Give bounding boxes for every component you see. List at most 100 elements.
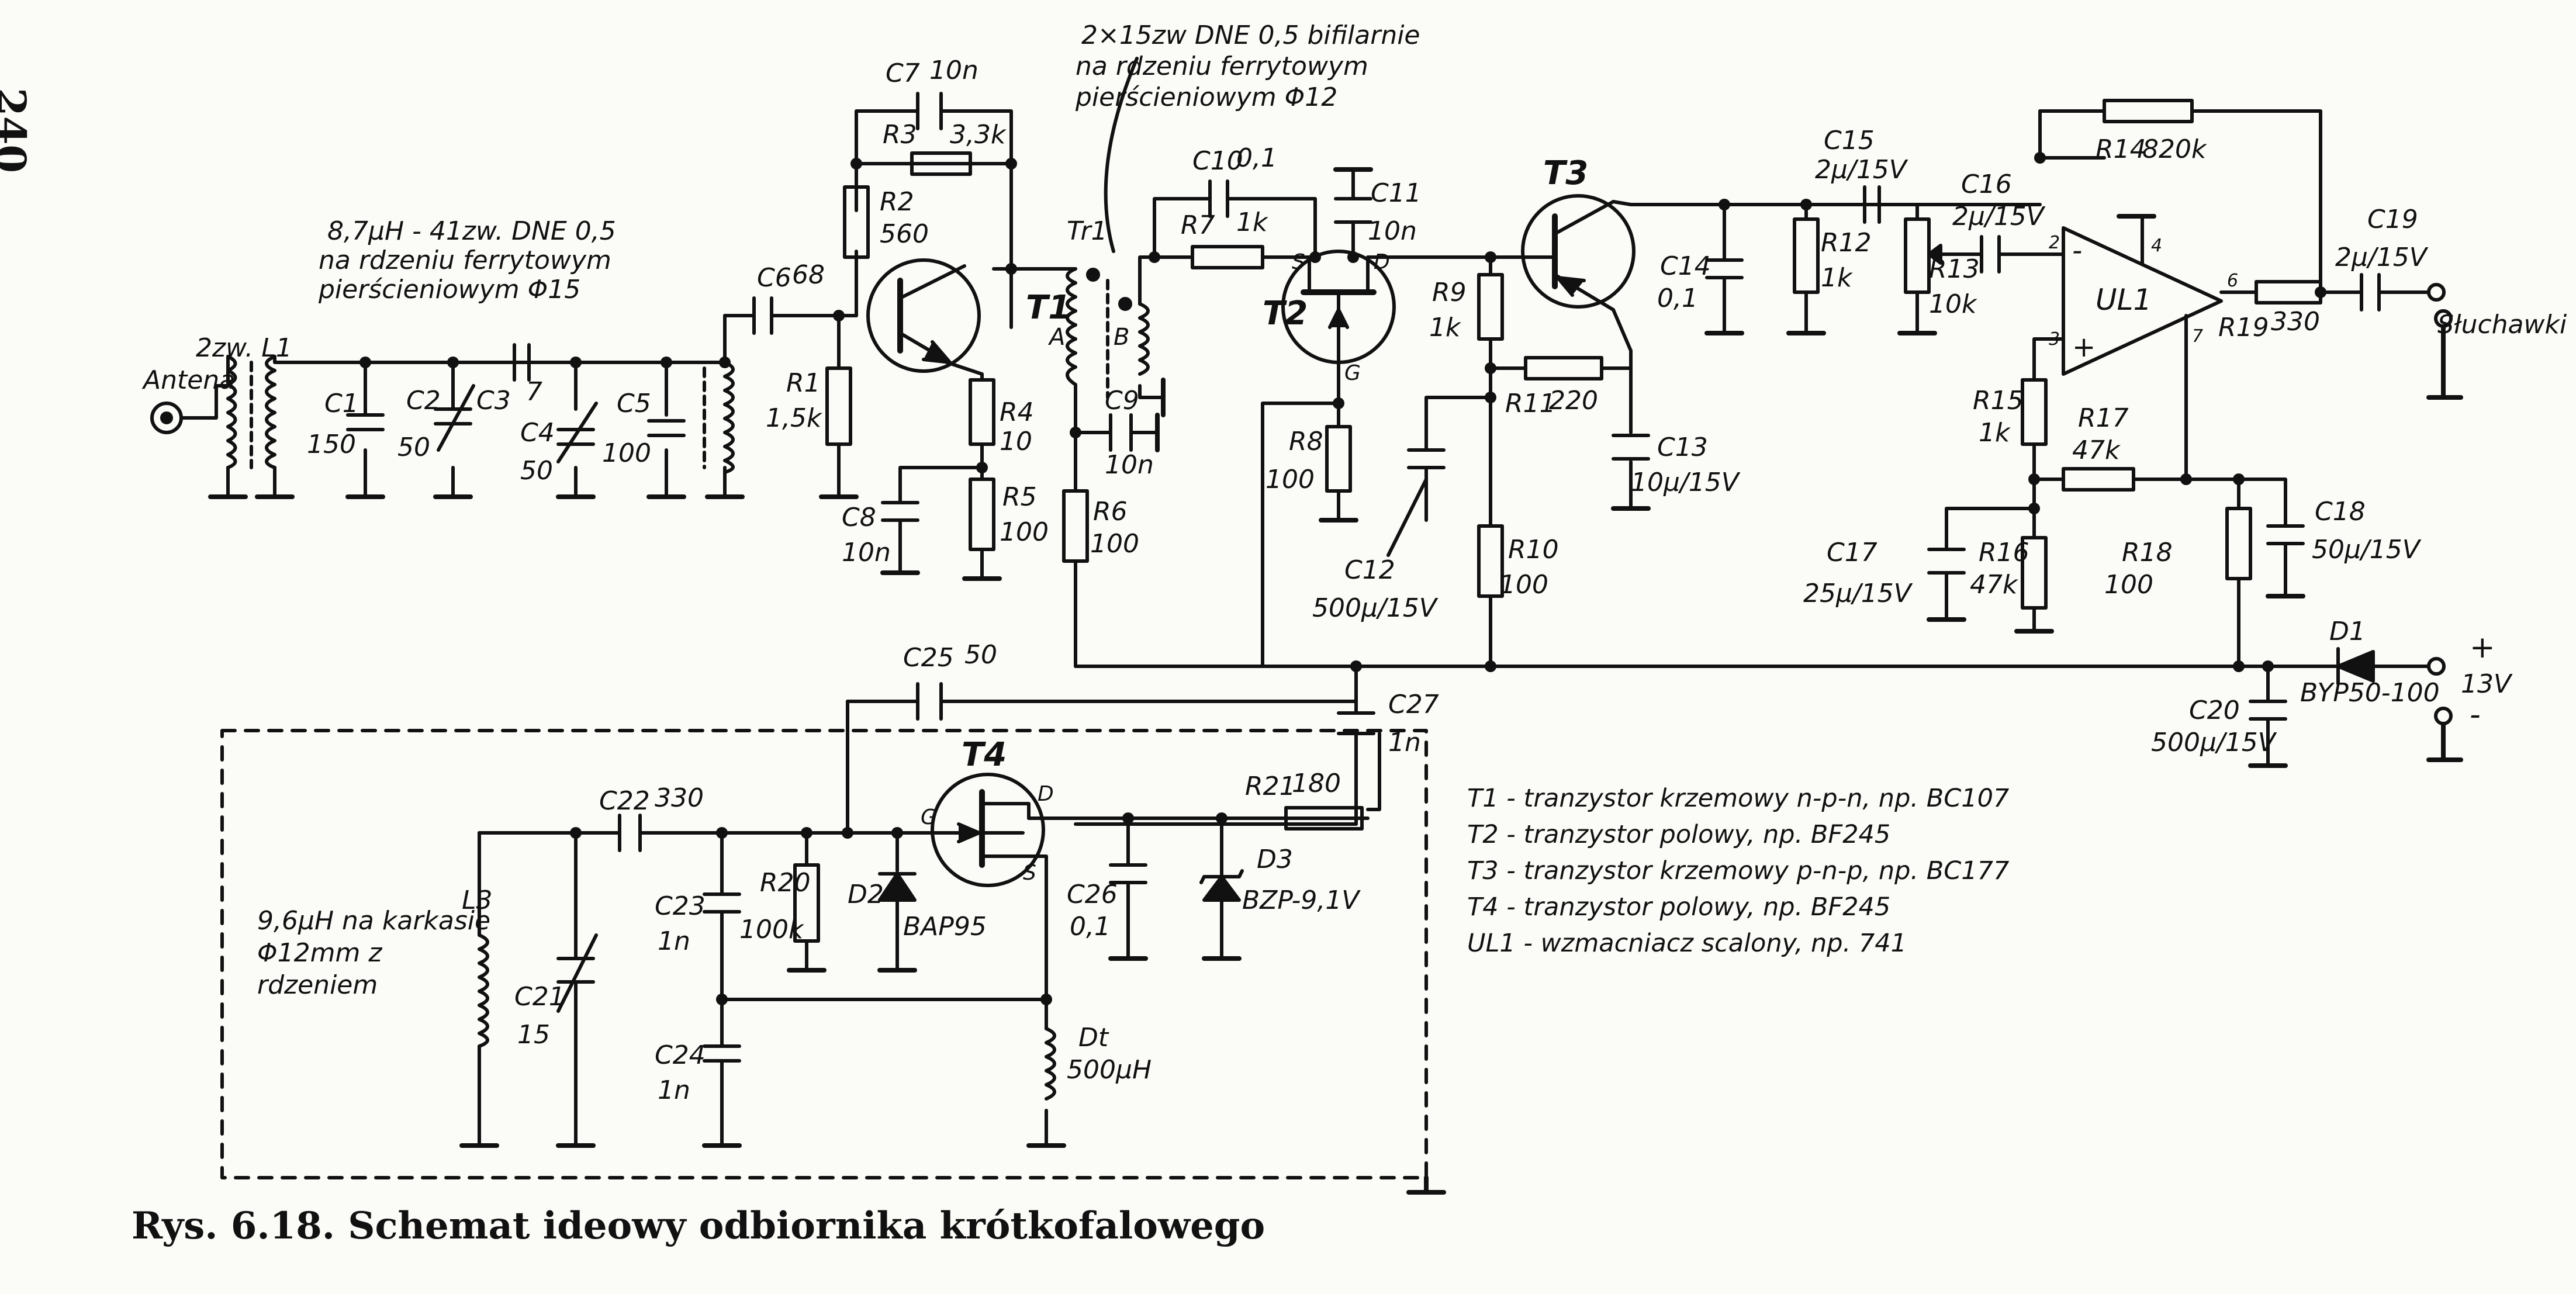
c14-value: 0,1 (1657, 283, 1698, 313)
r6-ref: R6 (1093, 497, 1128, 527)
component-symbols (150, 57, 2453, 1101)
r10-resistor (1477, 524, 1504, 598)
c15-ref: C15 (1824, 126, 1875, 155)
c13-value: 10μ/15V (1631, 468, 1741, 497)
d1-value: BYP50-100 (2300, 678, 2440, 708)
r16-resistor (2021, 536, 2048, 610)
c12-value: 500μ/15V (1312, 593, 1439, 623)
d3-zener-diode (1199, 869, 1244, 902)
t3-transistor (1521, 194, 1635, 352)
input-coil-note-3: pierścieniowym Φ15 (318, 275, 580, 305)
r3-resistor (910, 151, 972, 176)
input-coil-note-1: 8,7μH - 41zw. DNE 0,5 (327, 216, 616, 246)
c10-ref: C10 (1192, 146, 1243, 176)
c5-value: 100 (602, 438, 651, 468)
c25-value: 50 (964, 640, 997, 670)
tr1-note-1: 2×15zw DNE 0,5 bifilarnie (1081, 20, 1420, 50)
c3-value: 7 (526, 377, 542, 407)
antenna-label: Antena (141, 365, 235, 395)
junction-dots (359, 152, 2326, 1005)
c19-ref: C19 (2367, 205, 2418, 234)
c16-value: 2μ/15V (1952, 202, 2046, 231)
r5-ref: R5 (1002, 482, 1037, 512)
r4-value: 10 (1000, 427, 1032, 456)
c16-ref: C16 (1961, 169, 2012, 199)
dt-ref: Dt (1078, 1023, 1109, 1053)
ul1-pin-3: 3 (2049, 329, 2060, 350)
c18-value: 50μ/15V (2312, 535, 2422, 565)
r14-value: 820k (2142, 134, 2207, 164)
r16-value: 47k (1970, 570, 2018, 600)
ul1-plus-input: + (2072, 331, 2096, 364)
c1-ref: C1 (324, 389, 359, 418)
c5-ref: C5 (617, 389, 651, 418)
c14-capacitor (1705, 258, 1744, 279)
t1-transistor (866, 258, 981, 373)
r13-value: 10k (1929, 289, 1977, 319)
c11-capacitor (1334, 197, 1372, 224)
c24-value: 1n (658, 1075, 690, 1105)
r1-resistor (825, 366, 852, 446)
c26-ref: C26 (1067, 880, 1118, 909)
r20-resistor (793, 863, 820, 943)
t4-source-pin: S (1023, 861, 1036, 885)
supply-minus-terminal (2434, 707, 2453, 725)
ul1-pin-6: 6 (2227, 271, 2238, 291)
c3-capacitor (513, 343, 531, 382)
t2-gate-pin: G (1344, 361, 1361, 385)
r4-resistor (969, 378, 995, 446)
c17-ref: C17 (1827, 538, 1877, 568)
c4-value: 50 (520, 456, 553, 486)
ul1-opamp (2062, 214, 2223, 376)
r16-ref: R16 (1979, 538, 2029, 568)
t4-fet (910, 773, 1048, 887)
c19-value: 2μ/15V (2335, 243, 2429, 272)
d1-diode (2336, 647, 2375, 686)
c16-capacitor (1980, 235, 2001, 274)
headphone-terminal (2427, 283, 2446, 302)
r18-value: 100 (2104, 570, 2153, 600)
c20-value: 500μ/15V (2151, 728, 2277, 757)
c12-capacitor (1386, 448, 1446, 557)
c13-capacitor (1612, 434, 1650, 461)
c11-ref: C11 (1371, 178, 1422, 208)
ground-symbols (208, 167, 2463, 1195)
c26-capacitor (1109, 863, 1147, 884)
t2-fet (1281, 250, 1396, 364)
r21-resistor (1284, 806, 1364, 831)
r1-value: 1,5k (766, 403, 822, 433)
tr1-b-pin: B (1114, 324, 1129, 351)
r20-value: 100k (739, 915, 804, 944)
c6-capacitor (752, 296, 773, 335)
c21-capacitor (556, 933, 598, 1013)
supply-voltage-label: 13V (2461, 669, 2513, 699)
c1-value: 150 (307, 430, 356, 459)
d1-ref: D1 (2329, 617, 2366, 646)
l1-coil (226, 355, 237, 469)
c5-capacitor (647, 419, 686, 437)
t2-source-pin: S (1292, 250, 1305, 274)
r19-resistor (2255, 280, 2322, 305)
r6-resistor (1062, 489, 1089, 563)
c10-value: 0,1 (1236, 143, 1277, 173)
c7-ref: C7 (886, 58, 920, 88)
c6-value: 68 (792, 260, 825, 290)
r3-ref: R3 (883, 120, 917, 150)
r12-ref: R12 (1821, 228, 1872, 258)
c6-ref: C6 (757, 263, 791, 293)
r5-value: 100 (1000, 517, 1049, 547)
r7-resistor (1191, 245, 1264, 269)
r13-potentiometer (1904, 217, 1931, 294)
r19-value: 330 (2271, 307, 2320, 337)
supply-plus-label: + (2470, 630, 2495, 665)
legend-item-t2: T2 - tranzystor polowy, np. BF245 (1467, 820, 1891, 849)
l3-note-1: 9,6μH na karkasie (257, 906, 490, 936)
t3-ref: T3 (1543, 154, 1588, 192)
c18-capacitor (2266, 524, 2305, 545)
t1-ref: T1 (1026, 289, 1071, 327)
tr1-note-2: na rdzeniu ferrytowym (1076, 51, 1368, 81)
c17-value: 25μ/15V (1803, 579, 1913, 608)
c25-capacitor (916, 682, 943, 721)
tr1-note-3: pierścieniowym Φ12 (1075, 82, 1337, 112)
